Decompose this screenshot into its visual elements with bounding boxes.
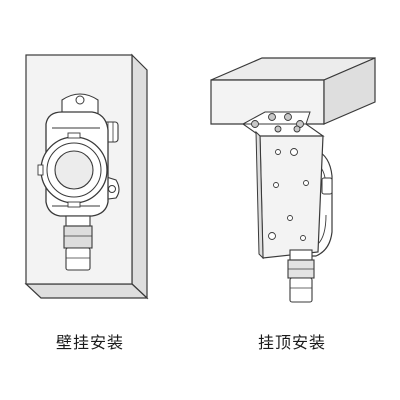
ceiling-mount-caption: 挂顶安装	[258, 333, 327, 352]
ceiling-mount-figure	[210, 57, 376, 303]
ceiling-side-port	[321, 177, 333, 195]
front-cover-ring	[46, 142, 102, 198]
wall-mount-caption: 壁挂安装	[56, 333, 125, 352]
vertical-bracket-edge	[255, 130, 264, 260]
bracket-hole-side	[108, 185, 116, 193]
sensor-collar	[65, 215, 91, 227]
sensor-body	[63, 225, 93, 249]
ceiling-sensor-collar	[289, 249, 313, 261]
bracket-hole-top	[75, 95, 85, 105]
ceiling-slab-side	[323, 57, 376, 125]
sensor-cap	[65, 247, 91, 271]
wall-block-bottom	[24, 283, 149, 299]
ceiling-sensor-cap	[289, 277, 313, 303]
wall-mount-figure	[24, 53, 149, 300]
display-window	[54, 150, 94, 190]
wall-block-side	[131, 53, 148, 300]
